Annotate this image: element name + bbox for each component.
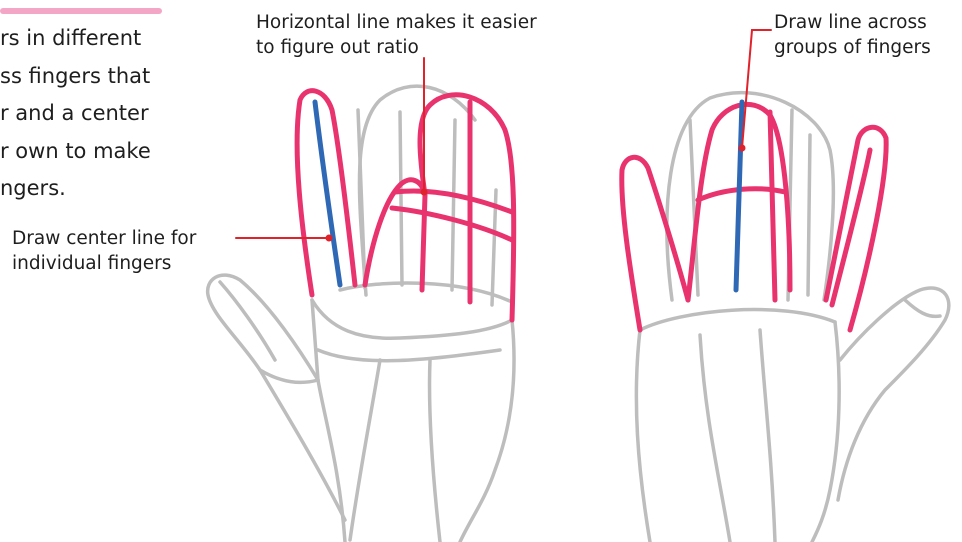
callout-center-line1: Draw center line for <box>12 226 196 251</box>
callout-across-line2: groups of fingers <box>774 35 931 60</box>
leader-dots <box>326 145 746 242</box>
callout-horizontal-line2: to figure out ratio <box>256 35 537 60</box>
right-hand-fingers <box>622 104 886 330</box>
callout-center-line2: individual fingers <box>12 251 196 276</box>
callout-across-line1: Draw line across <box>774 10 931 35</box>
right-center-line <box>736 102 742 290</box>
right-hand-sketch <box>636 93 948 542</box>
leader-dot <box>739 145 746 152</box>
leader-dot <box>421 189 428 196</box>
leader-dot <box>326 235 333 242</box>
leader-across <box>742 30 771 148</box>
callout-horizontal: Horizontal line makes it easier to figur… <box>256 10 537 60</box>
callout-across: Draw line across groups of fingers <box>774 10 931 60</box>
callout-center: Draw center line for individual fingers <box>12 226 196 276</box>
callout-horizontal-line1: Horizontal line makes it easier <box>256 10 537 35</box>
